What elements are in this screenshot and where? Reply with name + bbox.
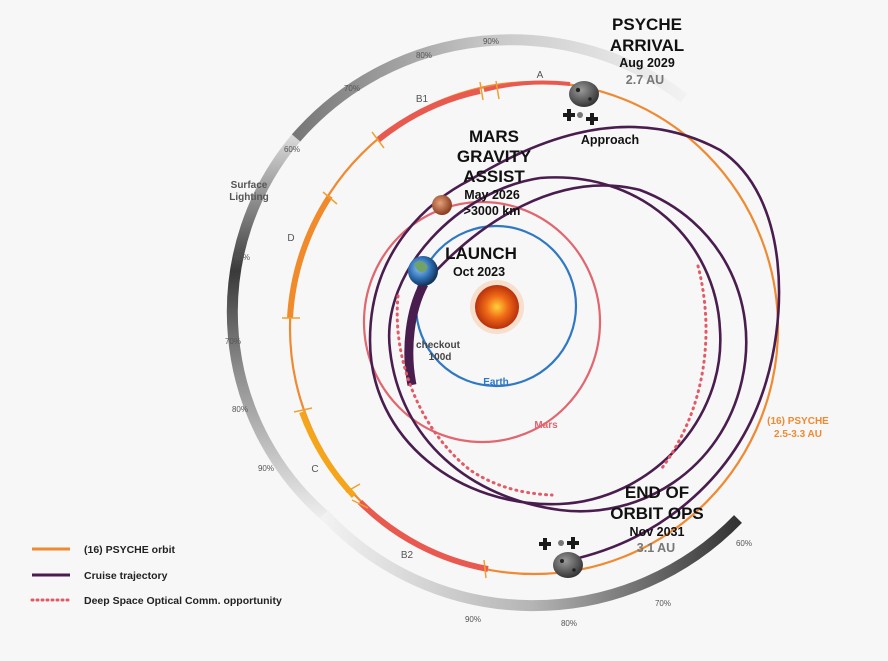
sun-icon xyxy=(470,280,524,334)
svg-text:checkout: checkout xyxy=(416,340,461,351)
svg-text:60%: 60% xyxy=(284,145,300,154)
checkout-label: checkout 100d xyxy=(416,340,461,363)
segment-labels: A B1 D C B2 xyxy=(287,70,543,561)
earth-icon xyxy=(408,256,438,286)
svg-text:Oct 2023: Oct 2023 xyxy=(453,265,505,279)
segment-ticks xyxy=(282,80,500,579)
psyche-orbit-range: 2.5-3.3 AU xyxy=(774,429,822,440)
svg-text:ARRIVAL: ARRIVAL xyxy=(610,36,684,55)
psyche-arrival-label: PSYCHE ARRIVAL Aug 2029 2.7 AU xyxy=(610,15,684,87)
segment-b2-path xyxy=(357,499,489,572)
asteroid-icon-end xyxy=(553,552,583,578)
svg-text:60%: 60% xyxy=(736,539,752,548)
earth-orbit-label: Earth xyxy=(483,377,509,388)
svg-text:May 2026: May 2026 xyxy=(464,188,520,202)
svg-text:100d: 100d xyxy=(429,352,452,363)
lighting-arc-bottom xyxy=(319,510,742,612)
segment-d-path xyxy=(287,194,333,319)
svg-text:80%: 80% xyxy=(232,405,248,414)
lighting-arc-top xyxy=(291,34,688,142)
svg-text:Aug 2029: Aug 2029 xyxy=(619,56,675,70)
spacecraft-icon xyxy=(563,109,598,125)
svg-text:70%: 70% xyxy=(344,84,360,93)
mars-icon xyxy=(432,195,452,215)
segment-c-path xyxy=(299,410,357,499)
mars-orbit xyxy=(362,200,602,444)
svg-text:B2: B2 xyxy=(401,550,414,561)
lighting-percentages: 90% 80% 70% 60% 60% 70% 80% 90% 90% 80% … xyxy=(225,37,752,628)
launch-label: LAUNCH Oct 2023 xyxy=(445,244,517,279)
svg-text:70%: 70% xyxy=(655,599,671,608)
checkout-segment xyxy=(404,281,429,386)
asteroid-icon xyxy=(569,81,599,107)
svg-text:80%: 80% xyxy=(561,619,577,628)
svg-text:ORBIT OPS: ORBIT OPS xyxy=(610,504,704,523)
legend-item-dsoc: Deep Space Optical Comm. opportunity xyxy=(30,595,282,607)
cruise-trajectory xyxy=(368,125,781,562)
segment-a-path xyxy=(483,80,571,92)
svg-text:MARS: MARS xyxy=(469,127,519,146)
svg-text:GRAVITY: GRAVITY xyxy=(457,147,532,166)
svg-text:(16) PSYCHE orbit: (16) PSYCHE orbit xyxy=(84,544,176,556)
svg-text:PSYCHE: PSYCHE xyxy=(612,15,682,34)
svg-text:3.1 AU: 3.1 AU xyxy=(637,541,675,555)
svg-text:70%: 70% xyxy=(225,337,241,346)
mars-gravity-assist-label: MARS GRAVITY ASSIST May 2026 >3000 km xyxy=(457,127,532,218)
svg-text:90%: 90% xyxy=(465,615,481,624)
svg-text:A: A xyxy=(537,70,544,81)
svg-text:END OF: END OF xyxy=(625,483,689,502)
svg-text:Cruise trajectory: Cruise trajectory xyxy=(84,570,168,582)
svg-text:>3000 km: >3000 km xyxy=(464,204,521,218)
svg-text:90%: 90% xyxy=(258,464,274,473)
lighting-arc-left xyxy=(226,134,334,525)
svg-text:Lighting: Lighting xyxy=(229,192,268,203)
spacecraft-icon-end xyxy=(539,537,579,550)
legend-item-cruise-trajectory: Cruise trajectory xyxy=(32,570,168,582)
surface-lighting-label: Surface Lighting xyxy=(229,180,268,203)
svg-text:Nov 2031: Nov 2031 xyxy=(630,525,685,539)
legend: (16) PSYCHE orbit Cruise trajectory Deep… xyxy=(30,544,282,607)
orbit-highlight-segments xyxy=(282,80,571,579)
svg-text:D: D xyxy=(287,233,294,244)
psyche-orbit-label: (16) PSYCHE xyxy=(767,416,829,427)
approach-label: Approach xyxy=(581,133,639,147)
svg-text:C: C xyxy=(311,464,318,475)
mars-orbit-label: Mars xyxy=(534,420,558,431)
legend-item-psyche-orbit: (16) PSYCHE orbit xyxy=(32,544,176,556)
segment-b1-path xyxy=(376,88,481,143)
svg-text:ASSIST: ASSIST xyxy=(463,167,525,186)
svg-text:Surface: Surface xyxy=(231,180,268,191)
svg-text:60%: 60% xyxy=(234,253,250,262)
dsoc-opportunities xyxy=(395,264,708,497)
svg-text:LAUNCH: LAUNCH xyxy=(445,244,517,263)
svg-text:80%: 80% xyxy=(416,51,432,60)
svg-text:Deep Space Optical Comm. oppor: Deep Space Optical Comm. opportunity xyxy=(84,595,282,607)
surface-lighting-ring xyxy=(226,34,742,612)
svg-text:B1: B1 xyxy=(416,94,429,105)
svg-text:90%: 90% xyxy=(483,37,499,46)
end-of-orbit-ops-label: END OF ORBIT OPS Nov 2031 3.1 AU xyxy=(610,483,704,555)
svg-text:2.7 AU: 2.7 AU xyxy=(626,73,664,87)
